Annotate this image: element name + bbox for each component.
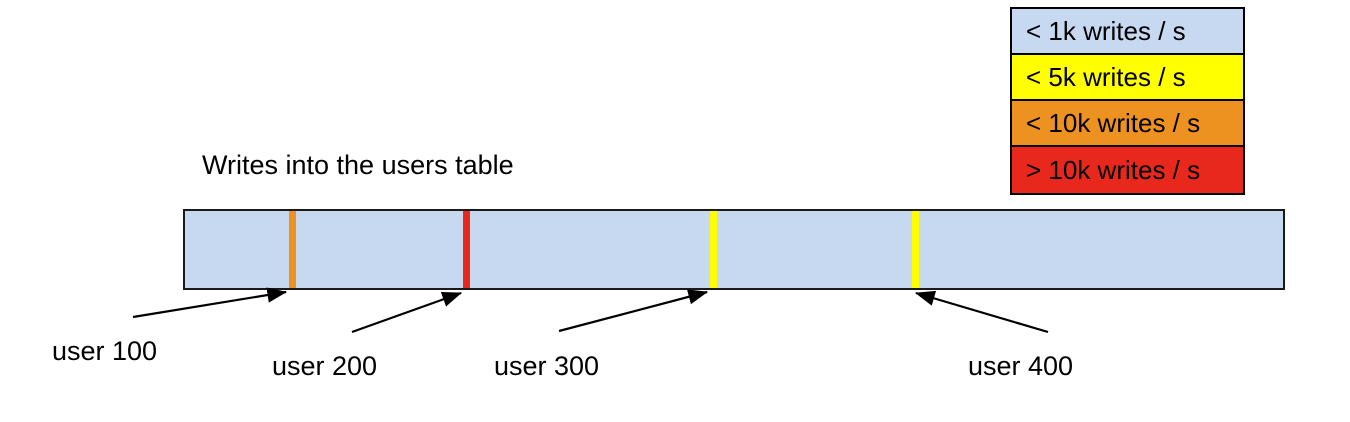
- write-rate-legend: < 1k writes / s < 5k writes / s < 10k wr…: [1010, 7, 1245, 195]
- legend-item-under-10k: < 10k writes / s: [1012, 101, 1243, 147]
- legend-item-label: < 10k writes / s: [1026, 108, 1201, 138]
- label-user-200: user 200: [272, 351, 378, 381]
- arrow-user-100: [132, 287, 288, 319]
- label-user-400: user 400: [968, 351, 1074, 381]
- legend-item-over-10k: > 10k writes / s: [1012, 147, 1243, 193]
- legend-item-under-5k: < 5k writes / s: [1012, 55, 1243, 101]
- arrow-user-200: [351, 291, 463, 334]
- hotspot-stripe-user-200: [462, 211, 470, 288]
- label-user-100: user 100: [52, 336, 158, 366]
- hotspot-stripe-user-400: [911, 211, 919, 288]
- hotspot-stripe-user-300: [709, 211, 717, 288]
- arrow-user-400: [914, 290, 1049, 334]
- hotspot-stripe-user-100: [288, 211, 296, 288]
- legend-item-label: < 5k writes / s: [1026, 62, 1186, 92]
- legend-item-label: < 1k writes / s: [1026, 16, 1186, 46]
- label-user-300: user 300: [494, 351, 600, 381]
- users-table-bar: [183, 209, 1285, 290]
- chart-title: Writes into the users table: [202, 150, 514, 180]
- arrow-user-300: [558, 289, 709, 333]
- legend-item-under-1k: < 1k writes / s: [1012, 9, 1243, 55]
- legend-item-label: > 10k writes / s: [1026, 155, 1201, 185]
